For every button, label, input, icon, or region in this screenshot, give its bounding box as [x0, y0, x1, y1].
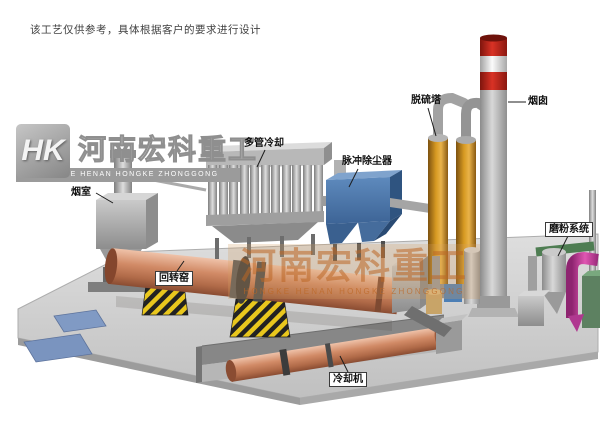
- equipment-pads: [23, 309, 107, 363]
- logo-initials: HK: [21, 134, 65, 167]
- disclaimer-note: 该工艺仅供参考，具体根据客户的要求进行设计: [30, 24, 261, 36]
- label-smoke-chamber: 烟室: [71, 187, 91, 198]
- watermark-company-name-cn: 河南宏科重工: [239, 245, 468, 286]
- label-chimney: 烟囱: [528, 96, 548, 107]
- watermark-company-name-en: HONGKE HENAN HONGKE ZHONGGONG: [243, 286, 465, 296]
- kiln-head-equipment: [392, 247, 480, 337]
- logo-emblem: HK: [16, 124, 70, 178]
- multi-tube-cooler-graphic: [206, 142, 334, 259]
- cooler-machine: [225, 314, 468, 382]
- label-leader-lines: [95, 101, 569, 373]
- label-multi-tube-cooler: 多管冷却: [244, 138, 284, 149]
- label-rotary-kiln: 回转窑: [155, 271, 193, 286]
- logo-company-name-en: HONGKE HENAN HONGKE ZHONGGONG: [16, 168, 240, 182]
- chimney-graphic: [468, 34, 519, 317]
- label-grinding-system: 磨粉系统: [545, 222, 593, 237]
- pulse-dust-collector-graphic: [326, 160, 430, 261]
- logo-company-name-cn: 河南宏科重工: [77, 134, 259, 166]
- company-logo-watermark: HONGKE HENAN HONGKE ZHONGGONG HK 河南宏科重工: [16, 124, 257, 184]
- label-cooler: 冷却机: [329, 372, 367, 387]
- label-desulfurization-tower: 脱硫塔: [411, 95, 441, 106]
- grinding-system-graphic: [518, 190, 600, 332]
- center-watermark: 河南宏科重工 HONGKE HENAN HONGKE ZHONGGONG: [228, 244, 480, 299]
- label-pulse-dust-collector: 脉冲除尘器: [342, 156, 392, 167]
